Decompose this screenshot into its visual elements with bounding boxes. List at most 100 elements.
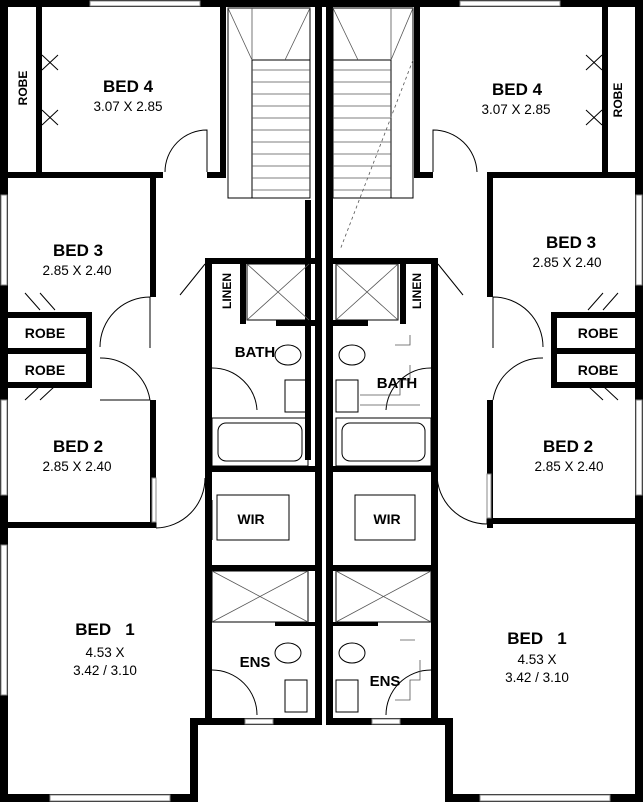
left-bed2-north-wall <box>0 382 92 388</box>
right-linen-west <box>400 258 406 324</box>
left-bath-top <box>276 320 315 326</box>
left-core-west-wall <box>205 258 212 718</box>
left-bed2-south-wall <box>0 522 156 528</box>
left-bed4-south-wall-2 <box>207 172 226 178</box>
left-robe-divider <box>0 348 92 354</box>
right-linen-label: LINEN <box>410 273 424 309</box>
left-bed3-door-swing <box>99 296 151 348</box>
right-bath-steps <box>360 335 420 406</box>
right-unit <box>322 0 643 802</box>
right-bed1-dims-2: 3.42 / 3.10 <box>505 670 569 685</box>
left-bed4-door-swing <box>164 129 208 173</box>
left-bed2-east-wall <box>150 400 156 528</box>
right-bath-vanity <box>335 379 359 413</box>
right-bath-bottom <box>333 466 438 472</box>
left-window-bottom <box>49 794 171 802</box>
left-wir-bench <box>216 494 290 541</box>
left-shower-cross <box>246 263 310 321</box>
left-bed4-label: BED 4 <box>103 77 154 96</box>
right-bed1-dims-1: 4.53 X <box>517 652 556 667</box>
left-bath-vanity <box>284 379 308 413</box>
left-unit <box>0 0 322 802</box>
left-robe-east-wall <box>86 312 92 388</box>
left-bed1-label: BED 1 <box>75 620 135 639</box>
left-bed4-south-wall <box>0 172 163 178</box>
left-bed2-label: BED 2 <box>53 437 103 456</box>
left-bathtub-inner <box>217 422 303 462</box>
left-ens-toilet <box>274 642 302 664</box>
right-bed4-west-wall <box>414 0 420 178</box>
left-bed1-dims-1: 4.53 X <box>85 645 124 660</box>
right-ens-shower <box>335 570 432 623</box>
left-ens-shower-cross <box>211 570 309 623</box>
left-linen-top <box>205 258 315 264</box>
right-window-bed2 <box>635 399 643 496</box>
right-ens-vanity <box>335 679 359 713</box>
left-window-bed1 <box>0 544 8 696</box>
right-window-top <box>459 0 561 7</box>
right-bed4-door-swing <box>432 129 478 173</box>
left-bath-label: BATH <box>235 344 276 361</box>
right-outer-wall-step <box>445 718 453 802</box>
right-bed2-window <box>486 473 492 519</box>
left-bed3-south-wall <box>0 312 92 318</box>
right-ens-toilet <box>338 642 366 664</box>
left-robe-bed3-label: ROBE <box>25 325 65 341</box>
left-bathtub <box>211 417 309 467</box>
right-bath-toilet <box>338 344 366 366</box>
left-bed4-dims: 3.07 X 2.85 <box>93 99 162 114</box>
left-linen-label: LINEN <box>220 273 234 309</box>
left-window-bed2 <box>0 399 8 496</box>
left-ens-door-swing <box>211 669 258 716</box>
right-bed2-south-wall <box>487 518 643 524</box>
left-bath-bottom <box>205 466 315 472</box>
left-bed2-window <box>151 477 157 523</box>
left-wir-label: WIR <box>237 511 264 527</box>
right-bed2-label: BED 2 <box>543 437 593 456</box>
left-party-wall <box>315 0 322 725</box>
right-party-wall <box>326 0 333 725</box>
right-bath-label: BATH <box>377 375 418 392</box>
right-bed2-door-swing <box>492 357 544 401</box>
right-bed4-label: BED 4 <box>492 80 543 99</box>
left-bed4-robe-doors <box>41 54 59 126</box>
right-bed3-west-wall <box>487 172 493 297</box>
right-shower <box>335 263 399 321</box>
left-ens-divider <box>275 622 315 626</box>
right-bed1-label: BED 1 <box>507 629 567 648</box>
left-window-bed3 <box>0 194 8 286</box>
left-linen-door-swing <box>179 263 206 296</box>
left-bed1-door-swing <box>155 477 206 529</box>
right-shower-cross <box>335 263 399 321</box>
right-wir-label: WIR <box>373 511 400 527</box>
right-ens-steps <box>395 639 421 701</box>
right-bed4-dims: 3.07 X 2.85 <box>481 102 550 117</box>
left-bed4-east-wall <box>220 0 226 178</box>
left-bed1-dims-2: 3.42 / 3.10 <box>73 663 137 678</box>
left-bed4-west-wall <box>36 0 42 172</box>
left-shower <box>246 263 310 321</box>
right-bed4-east-wall <box>602 0 608 172</box>
left-window-top <box>89 0 201 7</box>
right-robe-bed2-label: ROBE <box>578 362 618 378</box>
left-robe-bed4-label: ROBE <box>16 71 30 106</box>
right-window-bed3 <box>635 194 643 286</box>
right-bed4-south-wall <box>487 172 643 178</box>
right-window-ens <box>371 718 401 725</box>
right-bed3-dims: 2.85 X 2.40 <box>532 255 601 270</box>
right-bed1-door-swing <box>436 473 488 525</box>
left-window-ens <box>244 718 274 725</box>
right-core-east-wall <box>431 258 438 718</box>
right-ens-label: ENS <box>370 673 401 690</box>
left-ens-shower <box>211 570 309 623</box>
right-robe-west-wall <box>551 312 557 388</box>
right-bathtub-inner <box>341 422 426 462</box>
left-bed2-door-swing-2 <box>99 357 151 401</box>
right-bath-top <box>333 320 368 326</box>
right-bed2-north-wall <box>551 382 643 388</box>
right-wir-bench <box>354 494 416 541</box>
left-stair-wall <box>305 200 311 460</box>
left-robe3-doors <box>24 292 56 401</box>
right-ens-door-swing <box>385 669 432 716</box>
